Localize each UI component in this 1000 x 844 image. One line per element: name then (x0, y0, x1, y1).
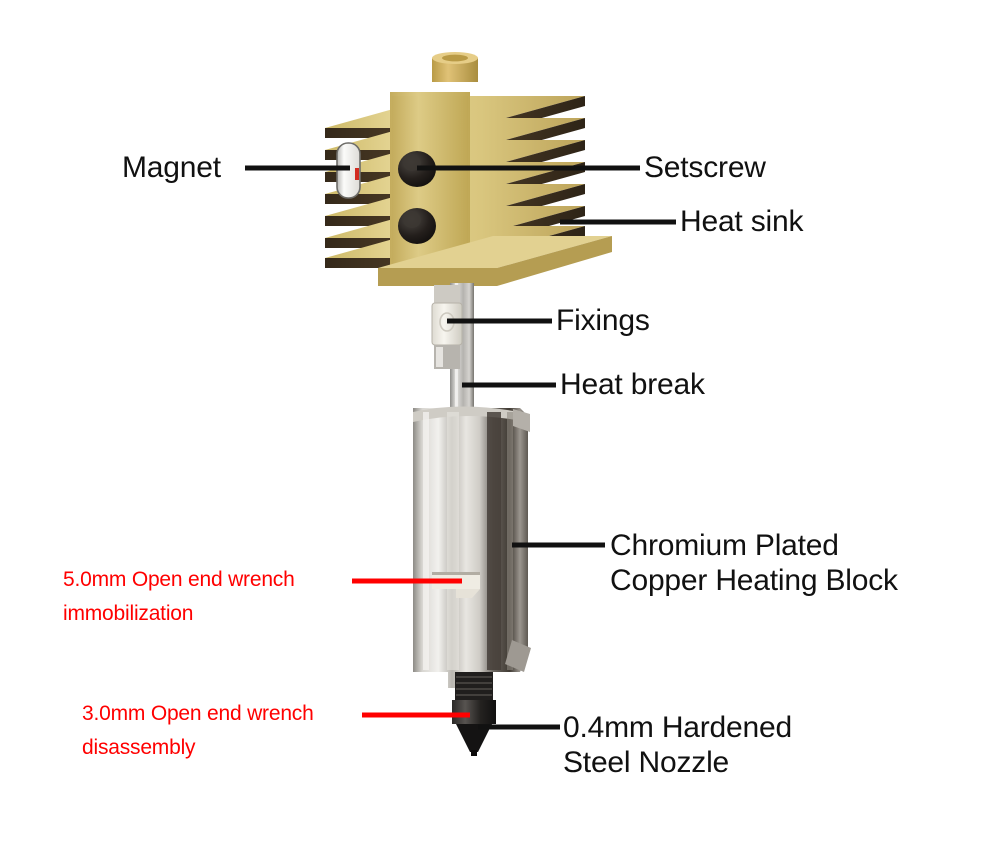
label-wrench-3mm-line2: disassembly (82, 735, 196, 759)
heat-sink-core-post (392, 96, 468, 270)
label-heating-block: Chromium Plated Copper Heating Block (610, 528, 898, 599)
label-setscrew: Setscrew (644, 151, 766, 184)
label-magnet: Magnet (122, 151, 221, 184)
callout-leader-lines (245, 165, 676, 730)
label-wrench-5mm-line1: 5.0mm Open end wrench (63, 568, 295, 591)
label-wrench-3mm: 3.0mm Open end wrench disassembly (82, 702, 314, 761)
label-nozzle: 0.4mm Hardened Steel Nozzle (563, 710, 792, 781)
nozzle-graphic (452, 672, 496, 756)
heat-sink-base-plate (378, 236, 612, 286)
callout-leader-lines-warning (352, 578, 470, 718)
label-wrench-5mm: 5.0mm Open end wrench immobilization (63, 568, 295, 627)
label-wrench-3mm-line1: 3.0mm Open end wrench (82, 702, 314, 725)
label-heat-break: Heat break (560, 368, 705, 401)
label-heating-block-line2: Copper Heating Block (610, 564, 898, 598)
heating-block-graphic (413, 406, 531, 688)
label-heating-block-line1: Chromium Plated (610, 529, 839, 562)
label-fixings: Fixings (556, 304, 650, 337)
heat-sink-graphic (325, 52, 612, 286)
label-wrench-5mm-line2: immobilization (63, 601, 194, 625)
label-heat-sink: Heat sink (680, 205, 804, 238)
setscrew-graphic-lower (398, 208, 436, 244)
label-nozzle-line1: 0.4mm Hardened (563, 711, 792, 744)
fixings-graphic (431, 285, 463, 369)
brass-top-boss (432, 52, 478, 82)
label-nozzle-line2: Steel Nozzle (563, 746, 730, 780)
